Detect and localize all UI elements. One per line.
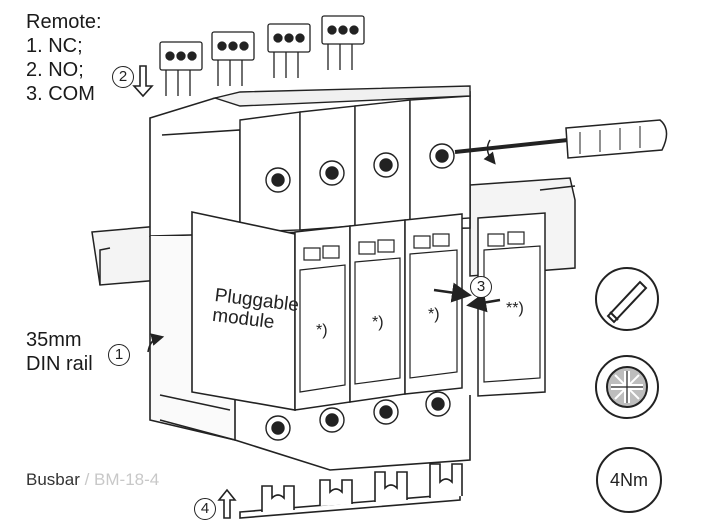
footnote-mark-double: **)	[506, 300, 524, 317]
remote-plug	[267, 23, 311, 78]
flat-screwdriver-tip-icon	[595, 267, 659, 331]
top-terminal-screws	[265, 143, 455, 193]
remote-item-com: 3. COM	[26, 83, 95, 105]
step-3-marker: 3	[470, 276, 492, 298]
din-rail-text: DIN rail	[26, 353, 93, 375]
remote-plug	[321, 15, 365, 70]
busbar-model: / BM-18-4	[79, 470, 160, 489]
remote-contacts-legend: Remote: 1. NC; 2. NO; 3. COM	[26, 10, 102, 106]
pozidriv-head-icon	[595, 355, 659, 419]
screwdriver-icon	[454, 119, 668, 165]
remote-title: Remote:	[26, 11, 102, 33]
remote-item-no: 2. NO;	[26, 59, 84, 81]
remote-plug	[211, 31, 255, 86]
torque-badge: 4Nm	[596, 447, 662, 513]
busbar-label: Busbar / BM-18-4	[26, 470, 159, 490]
footnote-mark: *)	[316, 322, 328, 339]
step-2-marker: 2	[112, 66, 134, 88]
din-rail-label: 35mm DIN rail	[26, 328, 93, 376]
busbar-text: Busbar	[26, 470, 80, 489]
bottom-terminal-screws	[265, 391, 451, 441]
pluggable-modules	[294, 212, 546, 411]
step-4-marker: 4	[194, 498, 216, 520]
remote-plug	[159, 41, 203, 96]
remote-contact-plugs	[159, 15, 365, 96]
footnote-mark: *)	[372, 314, 384, 331]
remote-item-nc: 1. NC;	[26, 35, 83, 57]
step-1-marker: 1	[108, 344, 130, 366]
step-arrows	[132, 65, 501, 519]
busbar	[239, 463, 463, 519]
din-rail-size: 35mm	[26, 329, 82, 351]
footnote-mark: *)	[428, 306, 440, 323]
